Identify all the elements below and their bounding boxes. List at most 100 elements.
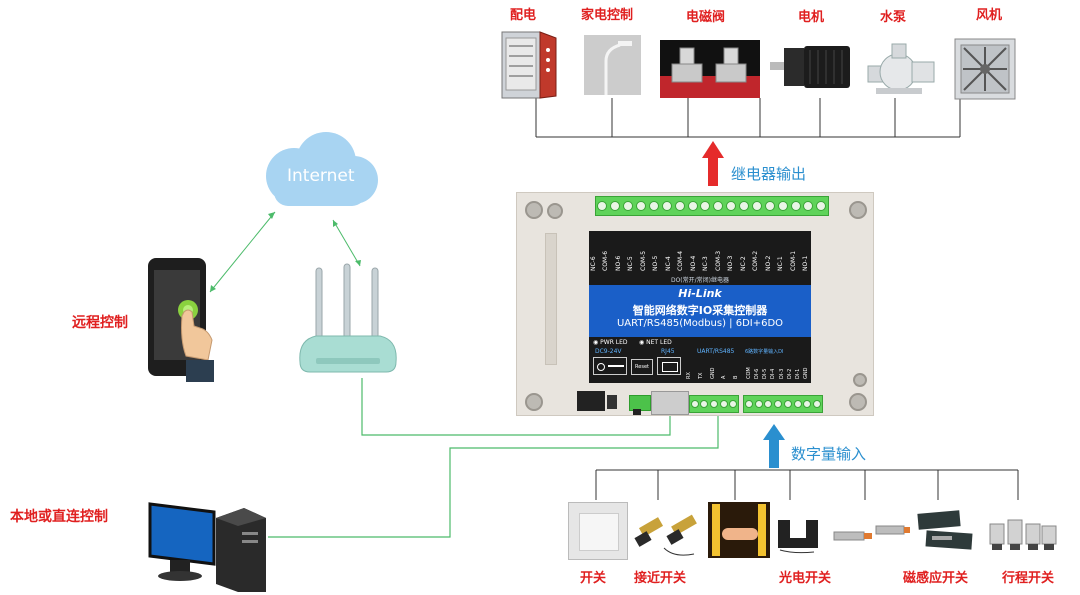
terminal-screw[interactable] <box>783 400 792 408</box>
terminal-screw[interactable] <box>726 201 737 211</box>
terminal-label: NC-2 <box>739 256 747 271</box>
terminal-screw[interactable] <box>709 400 718 408</box>
terminal-label: NC-1 <box>777 256 785 271</box>
di-label: 6路数字量输入DI <box>745 349 784 355</box>
mounting-hole <box>547 203 563 219</box>
terminal-label: NC-3 <box>702 256 710 271</box>
terminal-screw[interactable] <box>623 201 634 211</box>
terminal-screw[interactable] <box>700 400 709 408</box>
terminal-screw[interactable] <box>719 400 728 408</box>
terminal-label: NO-6 <box>614 255 622 271</box>
slot-sensor-icon <box>774 514 824 554</box>
mounting-hole <box>525 201 543 219</box>
uart-label: UART/RS485 <box>697 348 735 355</box>
internet-cloud-icon: Internet <box>254 128 384 210</box>
digital-input-arrow <box>763 424 785 468</box>
router-icon <box>296 262 400 380</box>
net-led-label: ◉ NET LED <box>639 339 672 346</box>
mounting-hole <box>525 393 543 411</box>
terminal-label: B <box>733 375 739 379</box>
terminal-screw[interactable] <box>700 201 711 211</box>
terminal-label: DI-5 <box>762 368 769 379</box>
cylinder-sensor-icon <box>826 518 912 552</box>
terminal-screw[interactable] <box>793 400 802 408</box>
terminal-screw[interactable] <box>739 201 750 211</box>
terminal-screw[interactable] <box>687 201 698 211</box>
terminal-label: NC-6 <box>590 256 597 271</box>
rj45-port-icon <box>657 357 681 375</box>
terminal-screw[interactable] <box>816 201 827 211</box>
input-label-limit: 行程开关 <box>1002 571 1055 586</box>
terminal-screw[interactable] <box>729 400 738 408</box>
pwr-led-label: ◉ PWR LED <box>593 339 628 346</box>
computer-icon <box>146 500 270 594</box>
terminal-label: COM-1 <box>789 250 797 271</box>
terminal-label: RX <box>686 372 692 379</box>
mounting-hole <box>849 393 867 411</box>
terminal-screw[interactable] <box>674 201 685 211</box>
terminal-screw[interactable] <box>764 201 775 211</box>
di-terminal-block[interactable] <box>743 395 823 413</box>
exhaust-fan-icon <box>954 38 1016 100</box>
local-control-label: 本地或直连控制 <box>10 509 108 525</box>
io-interface-panel: ◉ PWR LED ◉ NET LED DC9-24V RJ45 UART/RS… <box>589 337 811 383</box>
rj45-socket[interactable] <box>651 391 689 415</box>
terminal-screw[interactable] <box>648 201 659 211</box>
terminal-label: GND <box>802 367 809 379</box>
terminal-screw[interactable] <box>790 201 801 211</box>
solenoid-valve-icon <box>660 40 760 98</box>
terminal-label: DI-2 <box>786 368 793 379</box>
terminal-screw[interactable] <box>610 201 621 211</box>
terminal-screw[interactable] <box>661 201 672 211</box>
wall-switch-icon <box>568 502 628 560</box>
brand-logo: Hi-Link <box>678 287 722 300</box>
terminal-screw[interactable] <box>803 201 814 211</box>
terminal-label: DI-1 <box>794 368 801 379</box>
terminal-screw[interactable] <box>803 400 812 408</box>
water-pump-icon <box>866 40 936 96</box>
terminal-label: COM <box>746 367 752 379</box>
terminal-screw[interactable] <box>636 201 647 211</box>
terminal-label: NC-5 <box>627 256 635 271</box>
dc-jack-icon <box>593 357 627 375</box>
terminal-screw[interactable] <box>713 201 724 211</box>
terminal-screw[interactable] <box>764 400 773 408</box>
reset-button[interactable]: Reset <box>631 359 653 375</box>
terminal-label: GND <box>709 367 716 379</box>
terminal-label: DI-3 <box>778 368 785 379</box>
terminal-screw[interactable] <box>754 400 763 408</box>
input-label-photoelectric: 光电开关 <box>779 571 832 586</box>
street-lamp-icon <box>584 35 641 95</box>
do-caption: DO(常开/常闭)继电器 <box>670 277 730 284</box>
relay-output-arrow <box>702 141 724 186</box>
magnetic-switch-icon <box>914 506 978 556</box>
terminal-label: COM-5 <box>639 250 647 271</box>
terminal-label: NO-3 <box>727 255 735 271</box>
terminal-label: TX <box>697 372 704 379</box>
uart-terminal-block[interactable] <box>689 395 739 413</box>
rj45-label: RJ45 <box>661 348 675 355</box>
input-label-switch: 开关 <box>580 571 607 586</box>
terminal-label: COM-3 <box>714 250 722 271</box>
terminal-label: NO-2 <box>764 255 772 271</box>
terminal-screw[interactable] <box>597 201 608 211</box>
terminal-screw[interactable] <box>744 400 753 408</box>
input-label-magnetic: 磁感应开关 <box>903 571 969 586</box>
output-label-motor: 电机 <box>798 10 825 25</box>
mounting-hole <box>853 373 867 387</box>
terminal-label: A <box>721 375 728 379</box>
terminal-label: NC-4 <box>664 256 672 271</box>
proximity-switch-icon <box>634 508 704 560</box>
power-connector[interactable] <box>577 391 605 411</box>
terminal-screw[interactable] <box>813 400 822 408</box>
terminal-label: NO-1 <box>801 255 809 271</box>
output-label-solenoid: 电磁阀 <box>686 10 726 25</box>
terminal-screw[interactable] <box>774 400 783 408</box>
terminal-screw[interactable] <box>777 201 788 211</box>
relay-terminal-block[interactable] <box>595 196 829 216</box>
terminal-screw[interactable] <box>751 201 762 211</box>
terminal-screw[interactable] <box>690 400 699 408</box>
distribution-cabinet-icon <box>500 30 558 100</box>
